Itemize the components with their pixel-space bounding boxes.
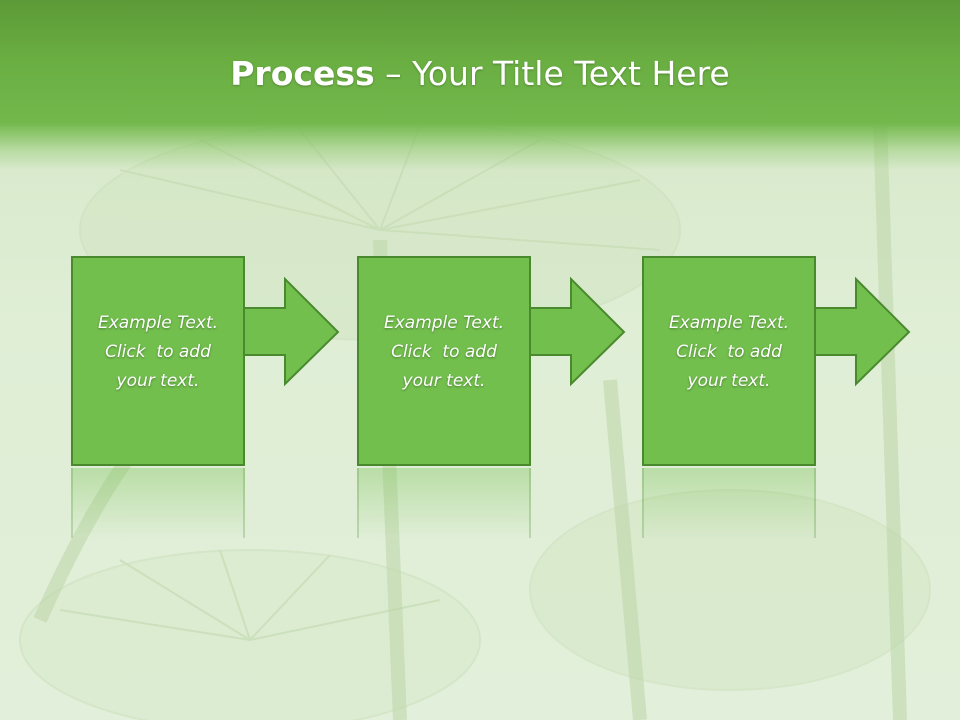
process-step-3[interactable]: Example Text. Click to add your text. [642, 256, 922, 538]
step-text-box[interactable]: Example Text. Click to add your text. [357, 256, 531, 466]
step-reflection [357, 468, 531, 538]
step-text-box[interactable]: Example Text. Click to add your text. [642, 256, 816, 466]
step-text-line: Click to add [391, 341, 497, 362]
step-text-line: Click to add [676, 341, 782, 362]
step-text-line: your text. [116, 370, 200, 391]
process-step-1[interactable]: Example Text. Click to add your text. [71, 256, 351, 538]
step-text-box[interactable]: Example Text. Click to add your text. [71, 256, 245, 466]
process-step-2[interactable]: Example Text. Click to add your text. [357, 256, 637, 538]
slide-title[interactable]: Process – Your Title Text Here [0, 52, 960, 96]
step-text-line: Example Text. [97, 312, 219, 333]
title-strong: Process [230, 54, 375, 93]
step-text: Example Text. Click to add your text. [83, 309, 233, 396]
step-reflection [71, 468, 245, 538]
step-text: Example Text. Click to add your text. [654, 309, 804, 396]
right-arrow-icon [813, 276, 911, 387]
step-text-line: your text. [402, 370, 486, 391]
title-separator: – [374, 54, 413, 93]
step-reflection [642, 468, 816, 538]
step-text-line: your text. [687, 370, 771, 391]
title-rest: Your Title Text Here [412, 54, 730, 93]
right-arrow-icon [242, 276, 340, 387]
right-arrow-icon [528, 276, 626, 387]
step-text-line: Click to add [105, 341, 211, 362]
step-text: Example Text. Click to add your text. [369, 309, 519, 396]
step-text-line: Example Text. [668, 312, 790, 333]
step-text-line: Example Text. [383, 312, 505, 333]
header-band [0, 0, 960, 170]
